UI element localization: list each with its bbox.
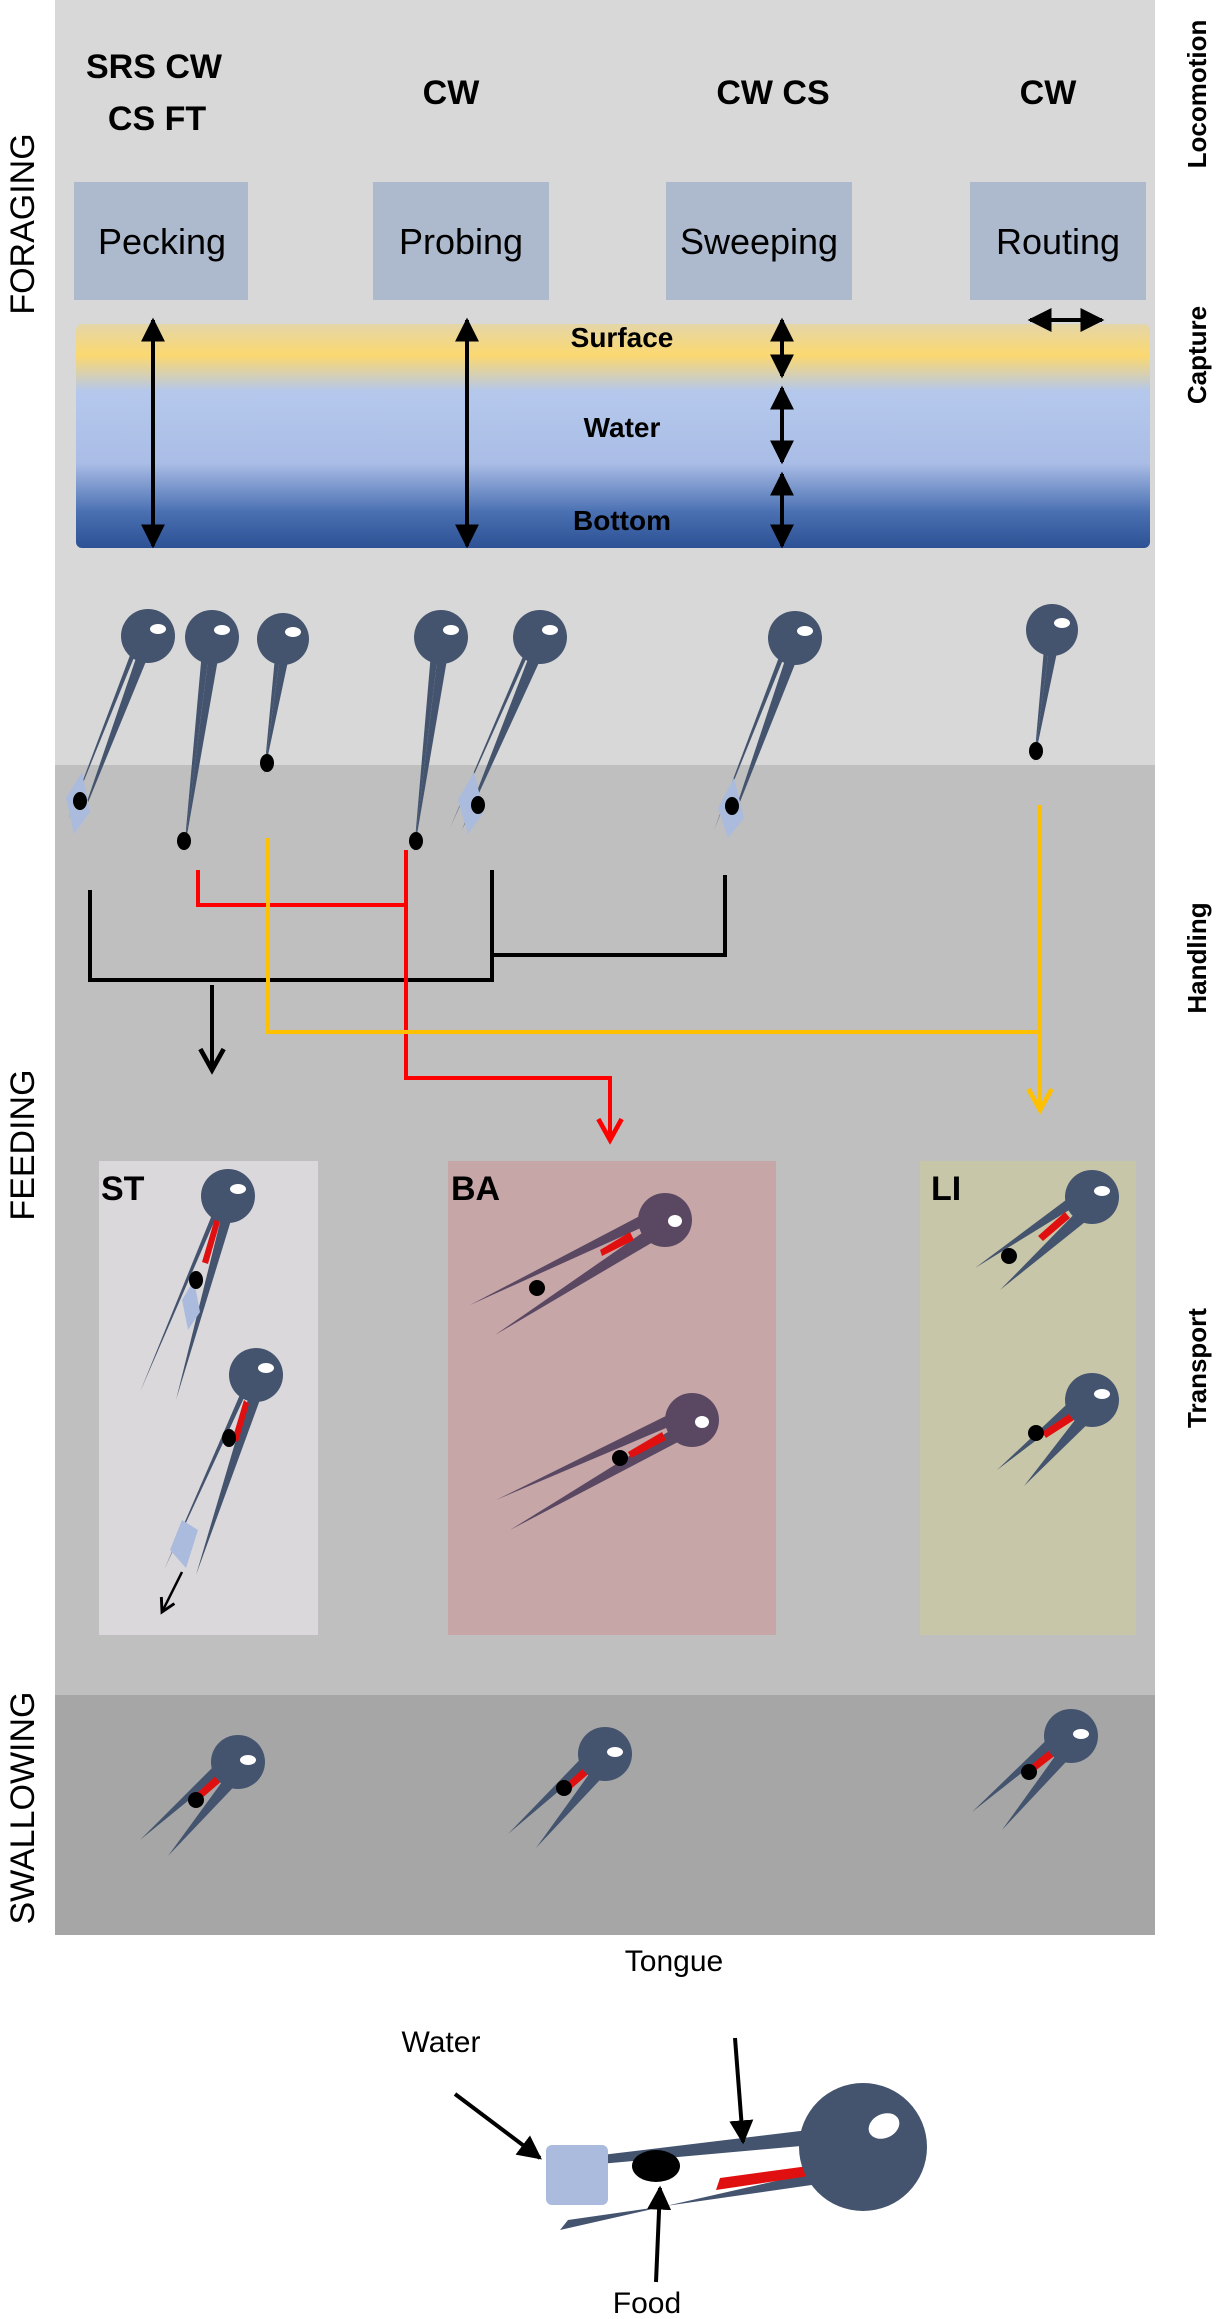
beak-capture-probing-2 (450, 610, 567, 834)
beak-swallowing-2 (508, 1727, 632, 1848)
transport-label-ba: BA (451, 1170, 500, 1208)
handling-connectors-red (196, 850, 610, 1140)
legend-label-food: Food (613, 2287, 681, 2319)
layer-label-bottom: Bottom (573, 505, 671, 536)
beak-transport-ba-1 (470, 1193, 692, 1335)
beak-transport-li-1 (975, 1170, 1119, 1290)
locomotion-code-routing: CW (1020, 74, 1078, 112)
phase-label-capture: Capture (1182, 306, 1212, 404)
stage-label-foraging: FORAGING (4, 133, 42, 314)
beak-transport-st-1 (140, 1169, 255, 1400)
technique-label-pecking: Pecking (98, 221, 226, 262)
beak-capture-probing-1 (409, 610, 468, 852)
technique-box-sweeping: Sweeping (666, 182, 852, 300)
stage-label-feeding: FEEDING (4, 1069, 42, 1220)
beak-swallowing-1 (140, 1735, 265, 1856)
technique-label-sweeping: Sweeping (680, 221, 838, 262)
legend-pointer-food (647, 2185, 672, 2283)
beak-capture-sweeping (714, 611, 822, 838)
transport-label-st: ST (101, 1170, 145, 1208)
phase-label-handling: Handling (1182, 902, 1212, 1013)
technique-label-routing: Routing (996, 221, 1120, 262)
legend-pointer-water (453, 2092, 542, 2160)
beak-capture-pecking-3 (257, 613, 309, 774)
beak-swallowing-3 (972, 1709, 1098, 1830)
locomotion-code-probing: CW (423, 74, 481, 112)
transport-label-li: LI (931, 1170, 961, 1208)
locomotion-code-pecking-1: SRS CW (86, 48, 223, 86)
legend-food-swatch (632, 2150, 680, 2182)
legend-water-swatch (546, 2145, 608, 2205)
beak-transport-st-2 (162, 1348, 283, 1612)
technique-box-probing: Probing (373, 182, 549, 300)
beak-capture-pecking-2 (177, 610, 239, 852)
handling-connectors-yellow (266, 805, 1042, 1110)
locomotion-code-pecking-2: CS FT (108, 100, 206, 138)
legend-label-tongue: Tongue (625, 1945, 723, 1978)
legend-beak (546, 2083, 927, 2230)
water-column: Surface Water Bottom (76, 322, 1150, 548)
legend-pointer-tongue (729, 2037, 754, 2145)
layer-label-surface: Surface (571, 322, 674, 353)
phase-label-locomotion: Locomotion (1182, 20, 1212, 169)
handling-connectors-black (88, 870, 727, 1070)
technique-label-probing: Probing (399, 221, 523, 262)
beak-capture-routing (1026, 604, 1078, 762)
locomotion-code-sweeping: CW CS (716, 74, 829, 112)
technique-box-routing: Routing (970, 182, 1146, 300)
beak-transport-ba-2 (496, 1393, 719, 1530)
legend-label-water: Water (402, 2026, 481, 2059)
legend: Tongue Water Food (402, 1945, 927, 2319)
layer-label-water: Water (584, 412, 661, 443)
stage-label-swallowing: SWALLOWING (4, 1692, 42, 1925)
beak-transport-li-2 (997, 1373, 1119, 1486)
phase-label-transport: Transport (1182, 1308, 1212, 1428)
beak-capture-pecking-1 (66, 609, 175, 834)
technique-box-pecking: Pecking (74, 182, 248, 300)
